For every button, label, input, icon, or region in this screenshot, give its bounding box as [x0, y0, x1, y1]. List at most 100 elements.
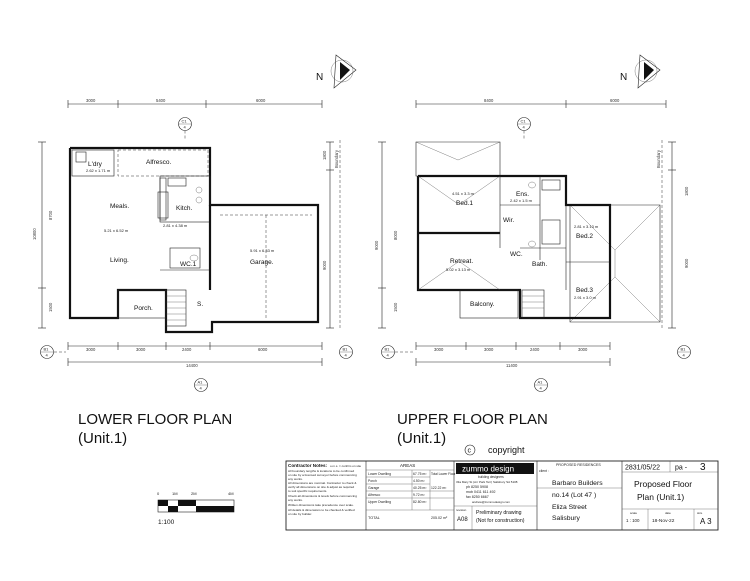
upper-room-retreat-size: 5.02 x 3.13 m	[446, 267, 471, 272]
section-marker-b1-upper-left: B1 4	[381, 345, 414, 359]
lower-room-stair: S.	[197, 301, 203, 308]
upper-dim-right-1: 1800	[684, 186, 689, 196]
svg-text:Alfresco: Alfresco	[368, 493, 380, 497]
upper-dim-bottom-2: 3000	[484, 347, 494, 352]
lower-floor-plan: 3000 5400 6000 C1 4 8700 10800 1500 1800…	[32, 98, 353, 392]
page-prefix: pa -	[675, 465, 688, 472]
upper-boundary-label: Boundary	[656, 149, 661, 168]
svg-text:B1: B1	[44, 347, 50, 352]
north-point-upper: N	[620, 54, 661, 89]
copyright-notice: c copyright	[464, 444, 525, 456]
svg-text:Porch: Porch	[368, 479, 377, 483]
area-row: Garage 40.25 m² 122.22 m²	[368, 486, 447, 490]
svg-text:40.25 m²: 40.25 m²	[413, 486, 427, 490]
not-for-construction-label: (Not for construction)	[476, 518, 525, 524]
areas-total-value: 205.02 m²	[431, 516, 448, 520]
date-label: date	[665, 511, 671, 515]
svg-text:c: c	[468, 448, 472, 455]
upper-room-ens-size: 2.42 x 1.5 m	[510, 198, 533, 203]
svg-text:4: 4	[200, 386, 203, 391]
upper-room-bed1-size: 4.51 x 3.3 m	[452, 191, 475, 196]
lower-room-kitch: Kitch.	[176, 205, 192, 212]
address-line-1: no.14 (Lot 47 )	[552, 492, 596, 499]
copyright-label: copyright	[488, 445, 525, 455]
svg-text:122.22 m²: 122.22 m²	[431, 486, 447, 490]
lower-boundary-label: Boundary	[334, 149, 339, 168]
firm-mobile: mob 0411 611 492	[466, 490, 495, 494]
north-point-lower: N	[316, 54, 357, 89]
svg-text:C1: C1	[182, 119, 188, 124]
area-row: Porch 4.50 m²	[368, 479, 425, 483]
upper-room-wir: Wir.	[503, 217, 514, 224]
upper-room-bed2-size: 2.81 x 3.13 m	[574, 224, 599, 229]
lower-room-kitch-size: 2.81 x 4.38 m	[163, 223, 188, 228]
note-line-5: verify all dimensions on site & adjust a…	[288, 485, 354, 489]
firm-fax: fax 8250 6667	[466, 495, 489, 499]
svg-text:B1: B1	[385, 347, 391, 352]
upper-dim-left-3: 1500	[393, 302, 398, 312]
page-number: 3	[700, 462, 706, 473]
lower-dim-right-1: 1800	[322, 150, 327, 160]
note-line-4: All dimensions are nominal. Contractor t…	[288, 481, 357, 485]
svg-text:4.50 m²: 4.50 m²	[413, 479, 425, 483]
svg-text:A1: A1	[198, 380, 204, 385]
svg-text:N: N	[620, 72, 627, 83]
lower-dim-left-2: 10800	[32, 228, 37, 240]
upper-dim-top-1: 8400	[484, 98, 494, 103]
scale-tick-1m: 1M	[172, 491, 178, 496]
lower-dim-left-3: 1500	[48, 302, 53, 312]
upper-plan-subtitle: (Unit.1)	[397, 430, 446, 447]
svg-text:4: 4	[46, 353, 49, 358]
scale-tick-4m: 4M	[228, 491, 234, 496]
client-name: Barbaro Builders	[552, 480, 603, 487]
svg-text:N: N	[316, 72, 323, 83]
note-line-3: any works.	[288, 477, 303, 481]
revision-value: A08	[457, 517, 468, 523]
upper-dim-left-1: 8000	[393, 230, 398, 240]
preliminary-label: Preliminary drawing	[476, 510, 522, 516]
sheet-size: A 3	[700, 517, 712, 526]
upper-dim-left-2: 9000	[374, 240, 379, 250]
section-marker-c1-upper: C1 4	[517, 117, 531, 140]
firm-phone: ph 8250 5908	[466, 485, 488, 489]
lower-room-alfresco: Alfresco.	[146, 159, 171, 166]
lower-dim-right-2: 9000	[322, 260, 327, 270]
lower-room-garage-size: 5.91 x 6.33 m	[250, 248, 275, 253]
scale-bar: 0 1M 2M 4M 1:100	[157, 491, 235, 526]
upper-room-retreat: Retreat.	[450, 258, 473, 265]
upper-dim-total: 11400	[506, 363, 518, 368]
scale-tick-2m: 2M	[191, 491, 197, 496]
note-line-1: All boundary lengths & locations to be c…	[288, 469, 354, 473]
address-line-2: Eliza Street	[552, 504, 587, 511]
lower-plan-subtitle: (Unit.1)	[78, 430, 127, 447]
drawing-title-line-1: Proposed Floor	[634, 479, 692, 489]
svg-text:Lower Dwelling: Lower Dwelling	[368, 472, 391, 476]
svg-text:4: 4	[184, 125, 187, 130]
job-number: 2831/05/22	[625, 465, 660, 472]
svg-text:Upper Dwelling: Upper Dwelling	[368, 500, 391, 504]
scale-label: scale	[630, 511, 637, 515]
svg-text:67.75 m²: 67.75 m²	[413, 472, 427, 476]
upper-room-balcony: Balcony.	[470, 301, 495, 308]
lower-dim-top-1: 3000	[86, 98, 96, 103]
lower-dim-top-2: 5400	[156, 98, 166, 103]
upper-room-bath: Bath.	[532, 261, 547, 268]
note-line-8: any works.	[288, 498, 303, 502]
size-label: size	[697, 511, 703, 515]
lower-room-wc: WC.1	[180, 261, 197, 268]
lower-dim-bottom-1: 3000	[86, 347, 96, 352]
firm-address: 33a Mary St (cnr Park Terr) Salisbury SA…	[456, 480, 518, 484]
upper-room-bed2: Bed.2	[576, 233, 593, 240]
lower-plan-title: LOWER FLOOR PLAN	[78, 411, 232, 428]
section-marker-a1-upper: A1 4	[534, 378, 548, 392]
date-value: 18-Nov-22	[652, 518, 675, 524]
upper-room-bed3-size: 2.91 x 3.0 m	[574, 295, 597, 300]
section-marker-c1-lower: C1 4	[178, 117, 192, 140]
upper-plan-title: UPPER FLOOR PLAN	[397, 411, 548, 428]
svg-text:A1: A1	[538, 380, 544, 385]
contractor-notes-title: Contractor Notes:	[288, 463, 328, 468]
address-line-3: Salisbury	[552, 515, 581, 522]
firm-tagline: building designers	[478, 475, 504, 479]
svg-text:C1: C1	[521, 119, 527, 124]
firm-name: zummo design	[462, 465, 514, 474]
